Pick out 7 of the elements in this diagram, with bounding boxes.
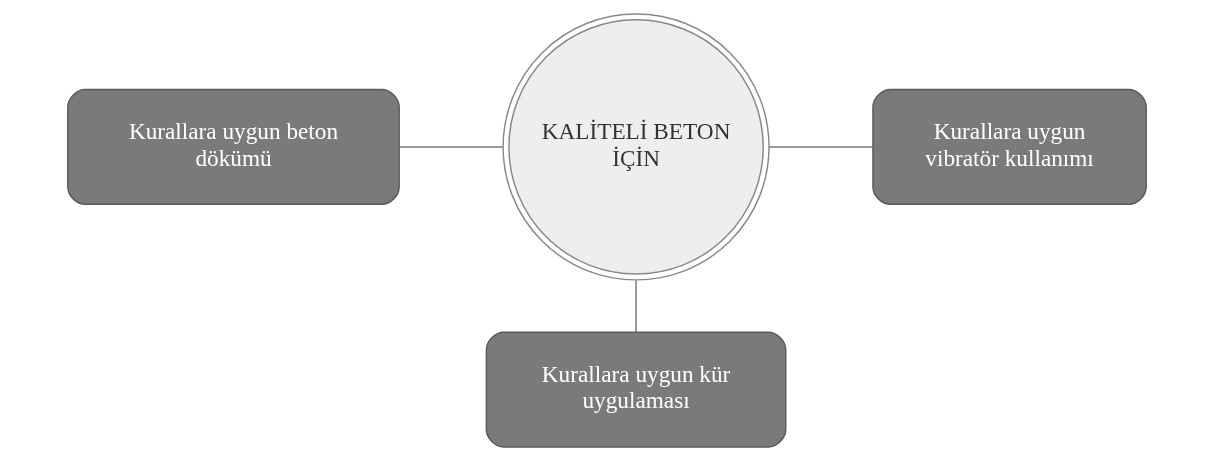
connector xyxy=(768,146,874,148)
node-box: Kurallara uygun vibratör kullanımı xyxy=(872,88,1147,206)
connector xyxy=(635,279,637,333)
node-circle: KALİTELİ BETON İÇİN xyxy=(502,13,770,281)
node-box: Kurallara uygun kür uygulaması xyxy=(485,331,787,448)
connector xyxy=(398,146,504,148)
node-box: Kurallara uygun beton dökümü xyxy=(67,88,400,206)
